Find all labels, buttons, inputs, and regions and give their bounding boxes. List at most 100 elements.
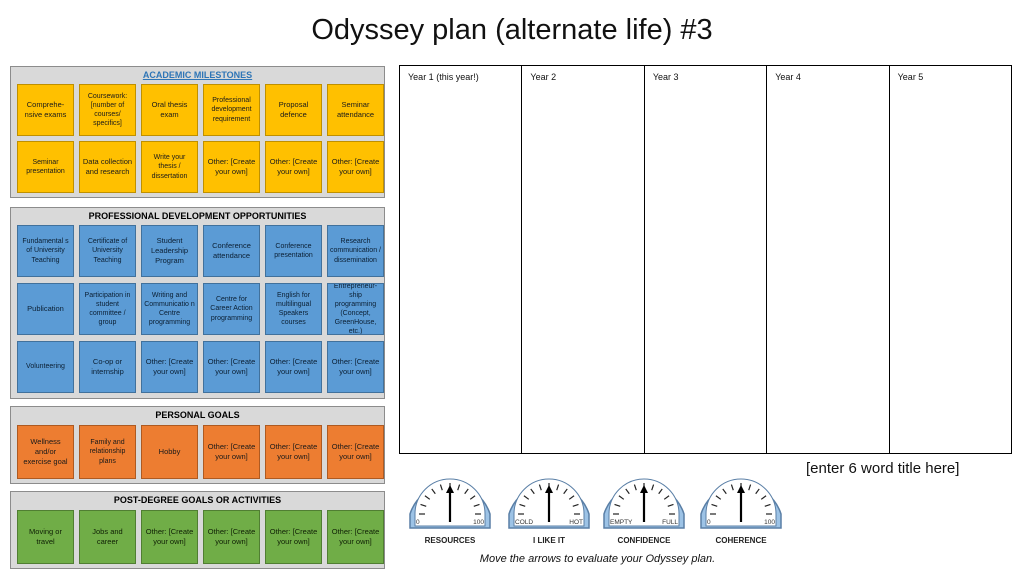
gauge-label: COHERENCE (715, 536, 767, 545)
gauge-min-label: 0 (707, 519, 711, 526)
academic-tile[interactable]: Proposal defence (265, 84, 322, 136)
professional-tile[interactable]: Participation in student committee / gro… (79, 283, 136, 335)
gauge-tick (424, 495, 431, 500)
gauge-tick (651, 484, 655, 491)
academic-tile[interactable]: Professional development requirement (203, 84, 260, 136)
gauge-tick (572, 503, 579, 507)
gauge-tick (722, 488, 727, 495)
academic-tile[interactable]: Coursework: [number of courses/ specific… (79, 84, 136, 136)
gauge-dial: 0 100 (409, 478, 491, 529)
gauge-min-label: 0 (416, 519, 420, 526)
professional-tile[interactable]: Other: [Create your own] (265, 341, 322, 393)
personal-tile[interactable]: Family and relationship plans (79, 425, 136, 479)
professional-tile[interactable]: Conference presentation (265, 225, 322, 277)
professional-tile[interactable]: Conference attendance (203, 225, 260, 277)
personal-tile[interactable]: Hobby (141, 425, 198, 479)
post-degree-tile[interactable]: Jobs and career (79, 510, 136, 564)
professional-tile[interactable]: Certificate of University Teaching (79, 225, 136, 277)
gauge-label: CONFIDENCE (617, 536, 671, 545)
academic-tile[interactable]: Oral thesis exam (141, 84, 198, 136)
personal-tile[interactable]: Other: [Create your own] (327, 425, 384, 479)
gauge-tick (568, 495, 575, 500)
post-degree-tile[interactable]: Other: [Create your own] (265, 510, 322, 564)
year-column[interactable]: Year 3 (645, 66, 768, 453)
gauge-tick (658, 488, 663, 495)
year-header: Year 1 (this year!) (408, 72, 479, 82)
academic-tile[interactable]: Comprehe-nsive exams (17, 84, 74, 136)
gauge-tick (730, 484, 734, 491)
gauge-max-label: 100 (473, 519, 484, 526)
footer-instruction: Move the arrows to evaluate your Odyssey… (479, 553, 716, 565)
gauge-max-label: HOT (569, 519, 583, 526)
year-column[interactable]: Year 2 (522, 66, 645, 453)
year-column[interactable]: Year 5 (890, 66, 1011, 453)
post-degree-tile[interactable]: Moving or travel (17, 510, 74, 564)
professional-tile[interactable]: Publication (17, 283, 74, 335)
gauge-tick (538, 484, 542, 491)
gauge-coherence[interactable]: 0 100 COHERENCE (697, 466, 785, 546)
gauge-tick (618, 495, 625, 500)
gauge-tick (625, 488, 630, 495)
year-header: Year 4 (775, 72, 801, 82)
professional-tile[interactable]: Other: [Create your own] (141, 341, 198, 393)
academic-tile[interactable]: Other: [Create your own] (327, 141, 384, 193)
gauge-needle-arrow (545, 485, 553, 493)
plan-title-placeholder[interactable]: [enter 6 word title here] (806, 460, 960, 477)
gauge-tick (457, 484, 461, 491)
professional-tile[interactable]: Other: [Create your own] (203, 341, 260, 393)
academic-tile[interactable]: Other: [Create your own] (203, 141, 260, 193)
year-column[interactable]: Year 4 (767, 66, 890, 453)
gauge-resources[interactable]: 0 100 RESOURCES (406, 466, 494, 546)
professional-tile[interactable]: Fundamental s of University Teaching (17, 225, 74, 277)
gauge-tick (711, 503, 718, 507)
gauge-label: RESOURCES (424, 536, 476, 545)
gauge-tick (439, 484, 443, 491)
personal-tile[interactable]: Wellness and/or exercise goal (17, 425, 74, 479)
gauge-tick (663, 495, 670, 500)
professional-tile[interactable]: English for multilingual Speakers course… (265, 283, 322, 335)
year-header: Year 5 (897, 72, 924, 82)
gauge-tick (764, 503, 771, 507)
gauge-tick (519, 503, 526, 507)
gauge-tick (563, 488, 568, 495)
gauge-tick (530, 488, 535, 495)
post-degree-panel: POST-DEGREE GOALS OR ACTIVITIES Moving o… (10, 491, 385, 569)
professional-development-title: PROFESSIONAL DEVELOPMENT OPPORTUNITIES (88, 211, 307, 221)
gauge-tick (431, 488, 436, 495)
year-column[interactable]: Year 1 (this year!) (400, 66, 523, 453)
academic-tile[interactable]: Seminar presentation (17, 141, 74, 193)
gauge-tick (473, 503, 480, 507)
academic-tile[interactable]: Write your thesis / dissertation (141, 141, 198, 193)
gauge-tick (614, 503, 621, 507)
gauge-tick (715, 495, 722, 500)
personal-tile[interactable]: Other: [Create your own] (203, 425, 260, 479)
academic-milestones-title: ACADEMIC MILESTONES (142, 70, 253, 80)
gauge-max-label: FULL (662, 519, 678, 526)
professional-tile[interactable]: Student Leadership Program (141, 225, 198, 277)
professional-tile[interactable]: Centre for Career Action programming (203, 283, 260, 335)
gauge-max-label: 100 (764, 519, 775, 526)
year-header: Year 3 (652, 72, 679, 82)
professional-tile[interactable]: Co-op or internship (79, 341, 136, 393)
professional-tile[interactable]: Writing and Communicatio n Centre progra… (141, 283, 198, 335)
professional-tile[interactable]: Entrepreneur-ship programming (Concept, … (327, 283, 384, 335)
post-degree-tile[interactable]: Other: [Create your own] (203, 510, 260, 564)
gauge-tick (469, 495, 476, 500)
academic-tile[interactable]: Data collection and research (79, 141, 136, 193)
academic-tile[interactable]: Seminar attendance (327, 84, 384, 136)
post-degree-tile[interactable]: Other: [Create your own] (141, 510, 198, 564)
year-plan-grid: Year 1 (this year!) Year 2 Year 3 Year 4… (399, 65, 1012, 454)
gauge-tick (523, 495, 530, 500)
year-header: Year 2 (530, 72, 557, 82)
professional-tile[interactable]: Volunteering (17, 341, 74, 393)
professional-tile[interactable]: Other: [Create your own] (327, 341, 384, 393)
professional-tile[interactable]: Research communication / dissemination (327, 225, 384, 277)
gauge-tick (556, 484, 560, 491)
personal-goals-title: PERSONAL GOALS (155, 410, 240, 420)
post-degree-tile[interactable]: Other: [Create your own] (327, 510, 384, 564)
gauge-tick (633, 484, 637, 491)
academic-tile[interactable]: Other: [Create your own] (265, 141, 322, 193)
personal-tile[interactable]: Other: [Create your own] (265, 425, 322, 479)
